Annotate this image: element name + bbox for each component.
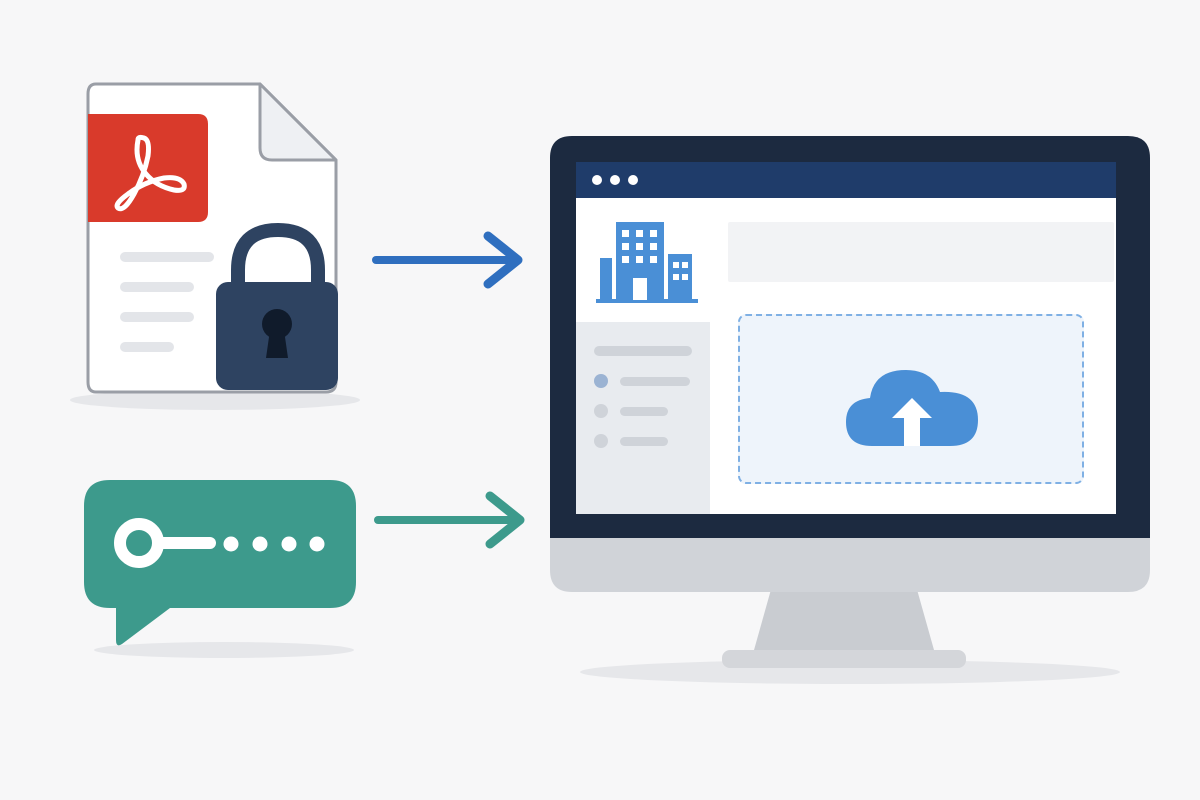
upload-dropzone[interactable] — [738, 314, 1084, 484]
browser-title-bar — [576, 162, 1116, 198]
sidebar-bullet — [594, 374, 608, 388]
cloud-upload-icon — [842, 362, 982, 452]
sidebar-bullet — [594, 404, 608, 418]
window-dot[interactable] — [628, 175, 638, 185]
window-dot[interactable] — [610, 175, 620, 185]
window-dot[interactable] — [592, 175, 602, 185]
sidebar-heading — [594, 346, 692, 356]
sidebar-bullet — [594, 434, 608, 448]
sidebar-item-label — [620, 437, 668, 446]
sidebar-item-label — [620, 407, 668, 416]
sidebar-item-label — [620, 377, 690, 386]
password-dots — [222, 534, 332, 554]
browser-window — [576, 162, 1116, 514]
arrow-right-icon — [370, 230, 530, 290]
arrow-right-icon-teal — [372, 490, 532, 550]
sidebar — [576, 322, 710, 514]
header-input[interactable] — [728, 222, 1114, 282]
building-icon — [592, 218, 702, 304]
key-icon — [108, 512, 218, 574]
pdf-acrobat-icon — [88, 114, 208, 222]
padlock-icon — [212, 222, 342, 394]
password-chat-bubble — [74, 474, 374, 664]
